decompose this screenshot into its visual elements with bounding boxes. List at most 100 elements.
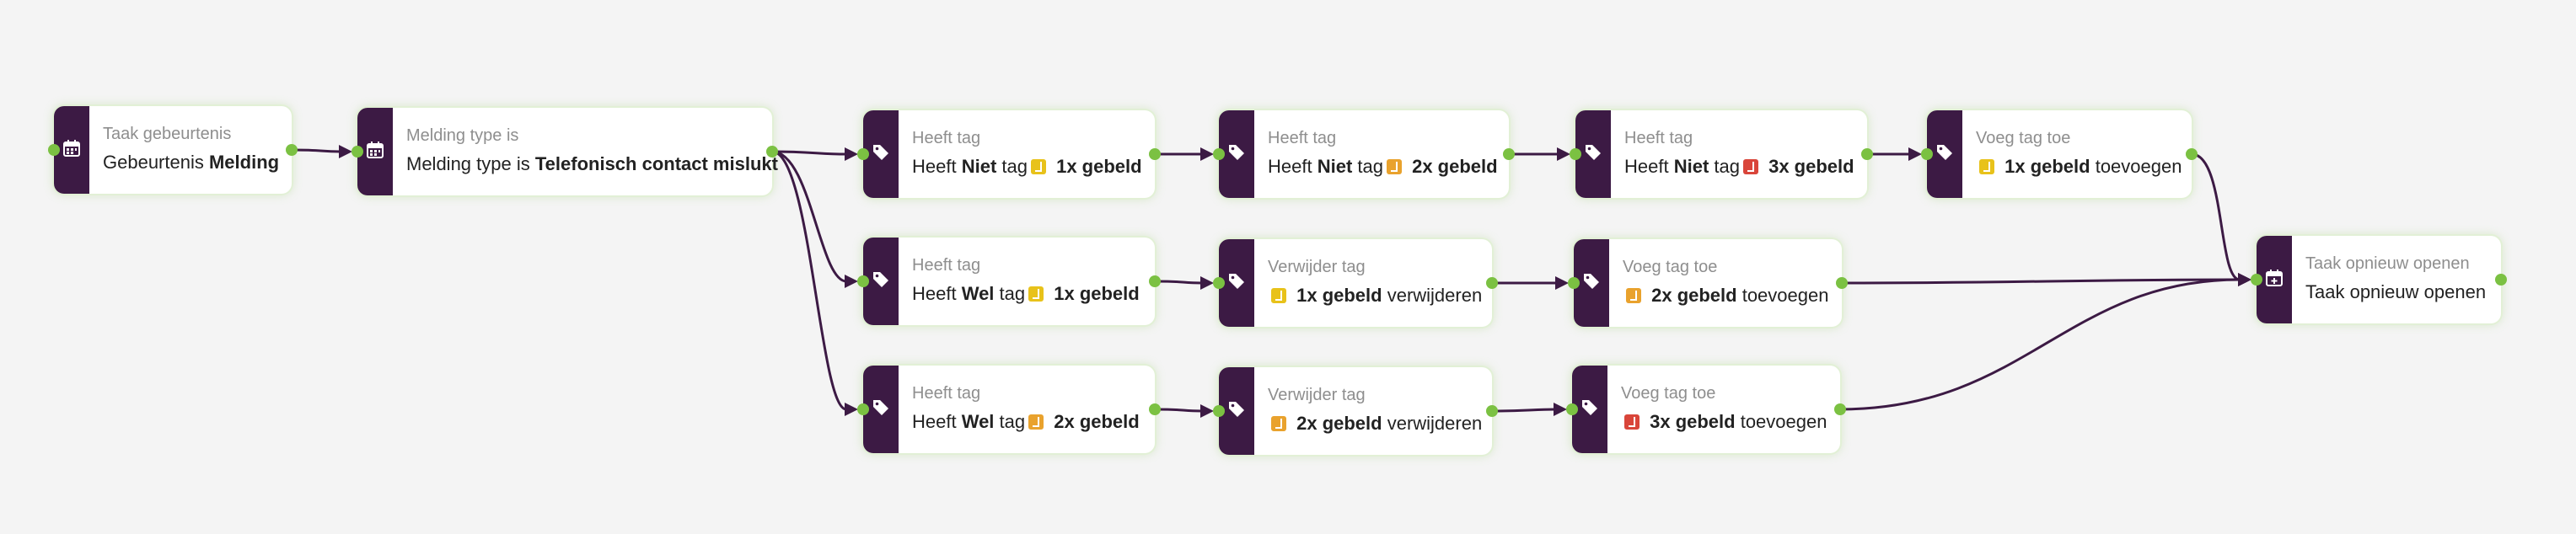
node-text-part: Heeft bbox=[912, 283, 962, 304]
input-port[interactable] bbox=[857, 403, 869, 415]
tag-color-icon bbox=[1979, 159, 1994, 174]
node-label: Taak gebeurtenis bbox=[103, 125, 232, 143]
input-port[interactable] bbox=[857, 148, 869, 160]
tag-icon bbox=[871, 398, 891, 422]
output-port[interactable] bbox=[1503, 148, 1515, 160]
node-text-part: toevoegen bbox=[2090, 156, 2182, 177]
output-port[interactable] bbox=[1149, 403, 1161, 415]
node-text-part: tag bbox=[1352, 156, 1383, 177]
output-port[interactable] bbox=[766, 146, 778, 158]
node-label: Verwijder tag bbox=[1268, 258, 1366, 276]
output-port[interactable] bbox=[1149, 148, 1161, 160]
node-text: 1x gebeld toevoegen bbox=[1976, 152, 2192, 181]
node-sidebar bbox=[1927, 110, 1962, 198]
node-text-part: 2x gebeld bbox=[1646, 285, 1737, 306]
node-text-part: 1x gebeld bbox=[1291, 285, 1382, 306]
output-port[interactable] bbox=[1861, 148, 1873, 160]
input-port[interactable] bbox=[1921, 148, 1933, 160]
node-text: Heeft Niet tag 1x gebeld bbox=[912, 152, 1155, 181]
arrow-head-icon bbox=[2238, 273, 2251, 286]
input-port[interactable] bbox=[1213, 277, 1225, 289]
node-sidebar bbox=[2257, 236, 2292, 323]
node-text: Gebeurtenis Melding bbox=[103, 148, 292, 177]
connector-line bbox=[1491, 408, 1556, 413]
input-port[interactable] bbox=[857, 275, 869, 287]
tag-color-icon bbox=[1742, 159, 1758, 174]
flow-node-n11[interactable]: Verwijder tag 2x gebeld verwijderen bbox=[1213, 367, 1498, 455]
tag-color-icon bbox=[1030, 159, 1046, 174]
node-text-part: Heeft bbox=[912, 156, 962, 177]
tag-icon bbox=[1935, 142, 1955, 167]
output-port[interactable] bbox=[1836, 277, 1848, 289]
node-text-part: Heeft bbox=[1624, 156, 1674, 177]
flow-node-n6[interactable]: Voeg tag toe 1x gebeld toevoegen bbox=[1921, 110, 2198, 198]
node-sidebar bbox=[357, 108, 393, 195]
node-text-part: Wel bbox=[961, 411, 995, 432]
input-port[interactable] bbox=[352, 146, 363, 158]
output-port[interactable] bbox=[1486, 405, 1498, 417]
node-text-part: tag bbox=[1709, 156, 1740, 177]
node-label: Voeg tag toe bbox=[1976, 129, 2071, 147]
node-text-part: 2x gebeld bbox=[1049, 411, 1140, 432]
tag-icon bbox=[1581, 271, 1602, 296]
tag-icon bbox=[1226, 399, 1247, 424]
node-sidebar bbox=[1574, 239, 1609, 327]
node-text-part: 2x gebeld bbox=[1291, 413, 1382, 434]
arrow-head-icon bbox=[1908, 147, 1922, 161]
input-port[interactable] bbox=[1566, 403, 1578, 415]
node-text-part: Melding bbox=[208, 152, 280, 173]
node-label: Taak opnieuw openen bbox=[2305, 254, 2470, 273]
node-text-part: verwijderen bbox=[1382, 413, 1483, 434]
tag-icon bbox=[871, 270, 891, 294]
node-text-part: tag bbox=[994, 411, 1026, 432]
node-body: Verwijder tag 2x gebeld verwijderen bbox=[1254, 367, 1492, 455]
node-text: Taak opnieuw openen bbox=[2305, 278, 2501, 307]
node-sidebar bbox=[1219, 110, 1254, 198]
node-text-part: Gebeurtenis bbox=[103, 152, 209, 173]
node-body: Verwijder tag 1x gebeld verwijderen bbox=[1254, 239, 1492, 327]
output-port[interactable] bbox=[1486, 277, 1498, 289]
input-port[interactable] bbox=[1568, 277, 1580, 289]
arrow-head-icon bbox=[845, 403, 858, 416]
input-port[interactable] bbox=[48, 144, 60, 156]
tag-icon bbox=[1583, 142, 1603, 167]
output-port[interactable] bbox=[2495, 274, 2507, 286]
output-port[interactable] bbox=[2186, 148, 2198, 160]
input-port[interactable] bbox=[2251, 274, 2262, 286]
input-port[interactable] bbox=[1213, 405, 1225, 417]
flow-node-n8[interactable]: Verwijder tag 1x gebeld verwijderen bbox=[1213, 239, 1498, 327]
output-port[interactable] bbox=[1834, 403, 1846, 415]
arrow-head-icon bbox=[1554, 403, 1567, 416]
output-port[interactable] bbox=[1149, 275, 1161, 287]
node-text-part: Taak opnieuw openen bbox=[2305, 281, 2487, 302]
node-sidebar bbox=[1219, 367, 1254, 455]
flow-node-n12[interactable]: Voeg tag toe 3x gebeld toevoegen bbox=[1566, 366, 1846, 453]
arrow-head-icon bbox=[1557, 147, 1570, 161]
node-text-part: verwijderen bbox=[1382, 285, 1483, 306]
calendar-icon bbox=[62, 139, 81, 162]
connector-line bbox=[771, 150, 847, 156]
node-text: Heeft Niet tag 2x gebeld bbox=[1268, 152, 1509, 181]
connector-line bbox=[771, 150, 847, 283]
arrow-head-icon bbox=[845, 147, 858, 161]
node-text-part: toevoegen bbox=[1736, 285, 1829, 306]
input-port[interactable] bbox=[1570, 148, 1581, 160]
output-port[interactable] bbox=[286, 144, 298, 156]
input-port[interactable] bbox=[1213, 148, 1225, 160]
flow-node-n9[interactable]: Voeg tag toe 2x gebeld toevoegen bbox=[1568, 239, 1848, 327]
node-label: Heeft tag bbox=[1268, 129, 1337, 147]
